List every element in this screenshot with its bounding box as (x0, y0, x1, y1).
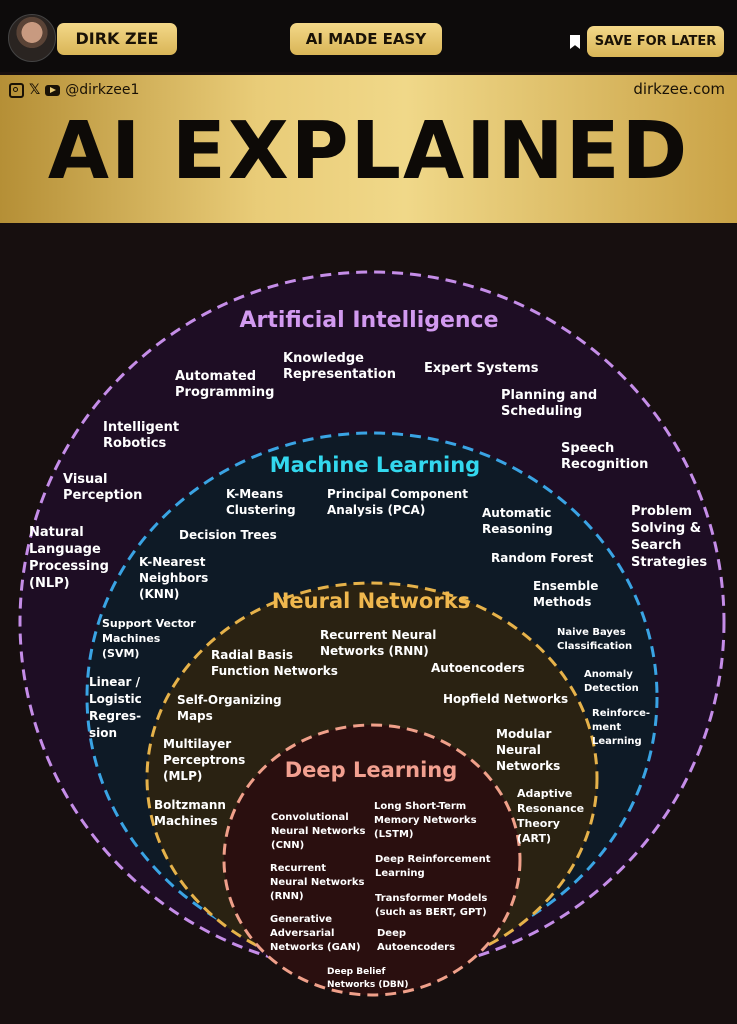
ring-title-ml: Machine Learning (270, 453, 480, 477)
ring-title-dl: Deep Learning (285, 758, 458, 782)
bookmark-icon[interactable] (570, 35, 580, 49)
ring-item-ml-4: Decision Trees (179, 528, 277, 542)
save-for-later-button[interactable]: SAVE FOR LATER (587, 26, 724, 57)
ring-title-nn: Neural Networks (272, 589, 470, 613)
social-handle[interactable]: @dirkzee1 (65, 82, 140, 98)
avatar (8, 14, 56, 62)
x-icon[interactable]: 𝕏 (29, 82, 41, 98)
ring-item-nn-3: Autoencoders (431, 661, 525, 675)
ring-title-ai: Artificial Intelligence (239, 308, 498, 333)
ring-item-dl-5: Transformer Models(such as BERT, GPT) (375, 893, 487, 918)
ring-item-nn-5: Hopfield Networks (443, 692, 568, 706)
website-link[interactable]: dirkzee.com (633, 80, 725, 98)
ring-dl (222, 723, 522, 997)
ring-item-ai-3: Expert Systems (424, 361, 539, 376)
youtube-icon[interactable] (45, 84, 61, 96)
title-banner (0, 75, 737, 223)
tagline-badge[interactable]: AI MADE EASY (290, 23, 442, 55)
author-name-badge[interactable]: DIRK ZEE (57, 23, 177, 55)
social-links: 𝕏 @dirkzee1 (9, 80, 139, 100)
ring-item-ml-5: Random Forest (491, 551, 594, 565)
page-title: AI EXPLAINED (47, 105, 690, 197)
instagram-icon[interactable] (9, 82, 24, 98)
